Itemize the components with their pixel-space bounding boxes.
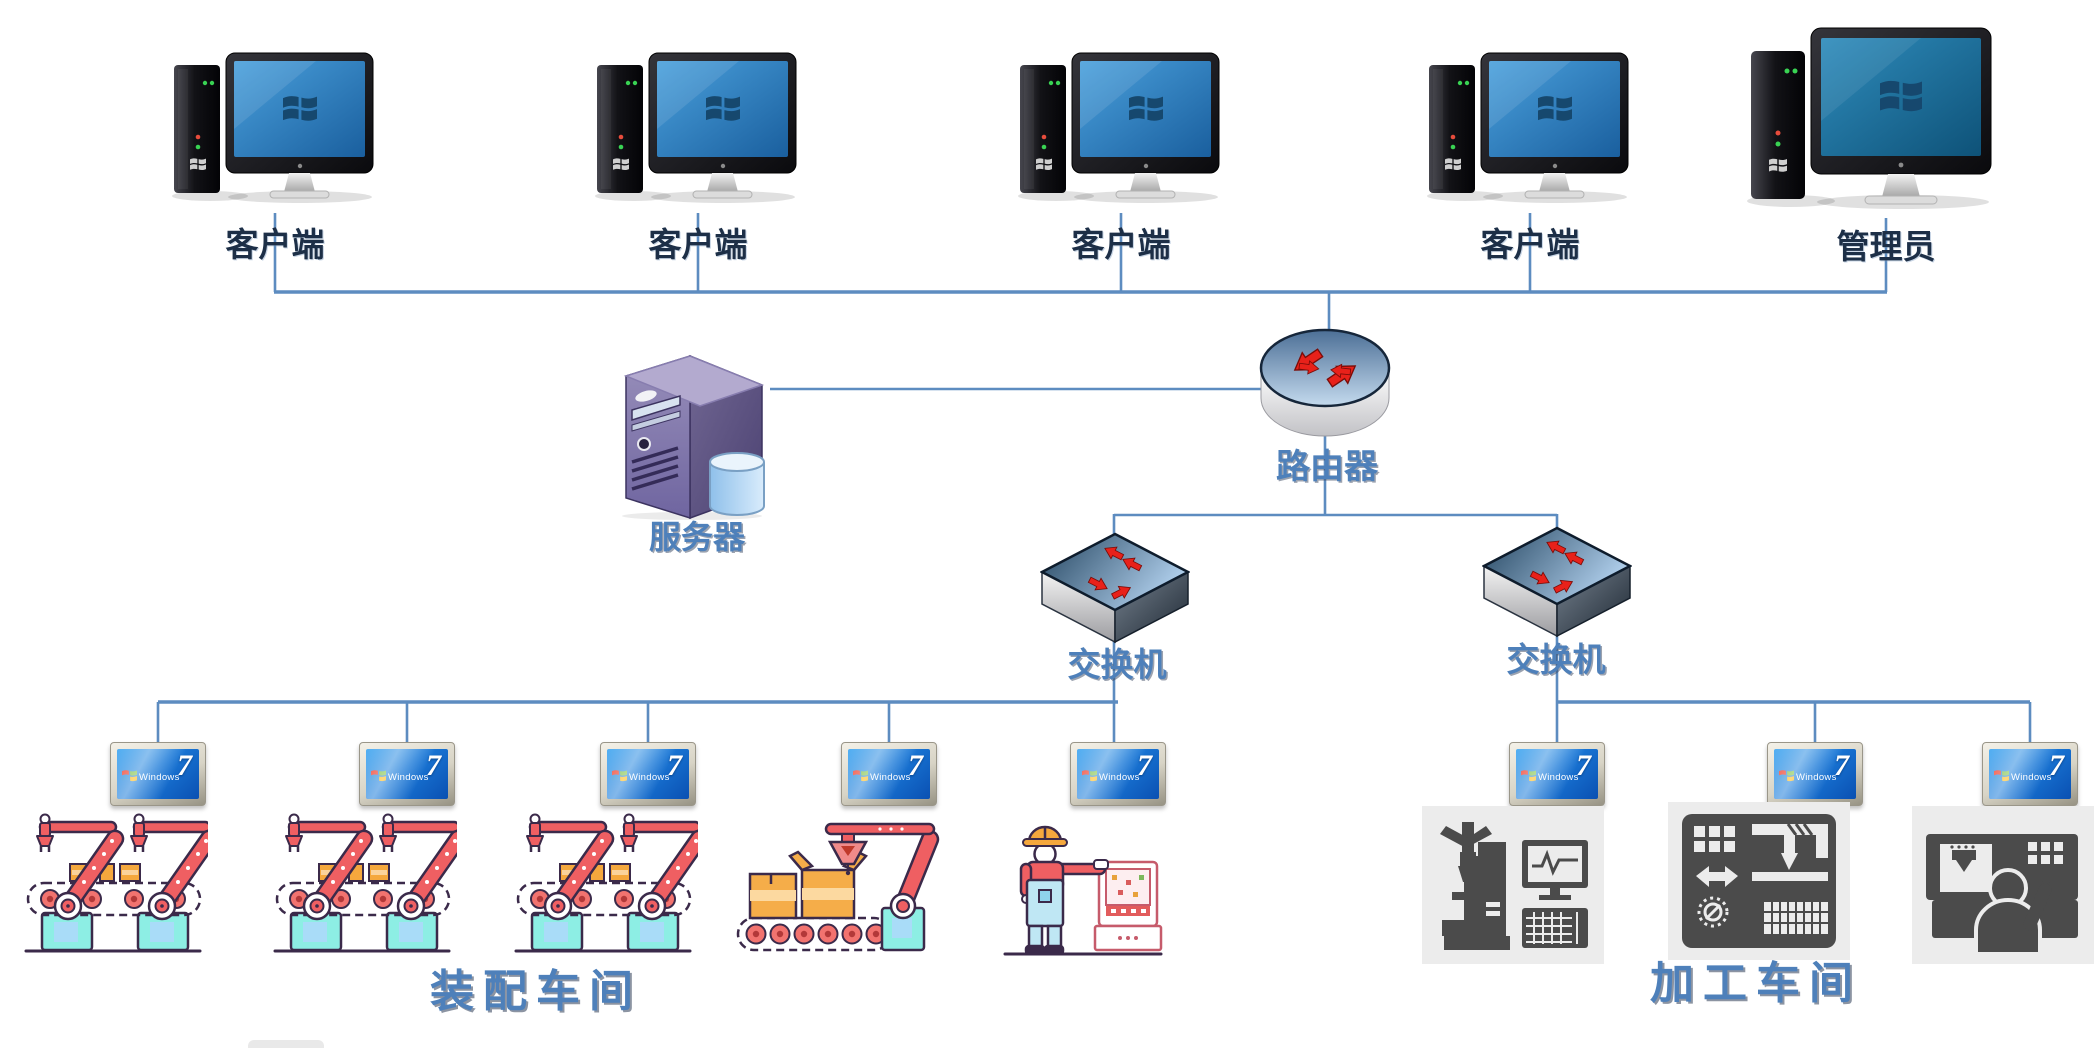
- switch-left-label: 交换机: [1067, 648, 1167, 684]
- admin-label: 管理员: [1836, 230, 1936, 266]
- admin-pc-icon: [1745, 25, 1995, 210]
- windows-flag-icon: [371, 768, 386, 783]
- server-icon: [612, 330, 777, 520]
- windows-flag-icon: [1082, 768, 1097, 783]
- windows-flag-icon: [612, 768, 627, 783]
- windows-flag-icon: [1779, 768, 1794, 783]
- cmm-machine-icon: [1422, 806, 1604, 964]
- assembly-line-icon: [18, 810, 208, 958]
- packing-robot-icon: [730, 808, 945, 960]
- cnc-operator-icon: [1912, 806, 2094, 964]
- cnc-lathe-icon: [1668, 802, 1850, 960]
- windows-version-text: 7: [177, 749, 192, 782]
- workstation-monitor: Windows 7: [110, 742, 206, 806]
- assembly-line-icon: [267, 810, 457, 958]
- windows-flag-icon: [853, 768, 868, 783]
- worker-console-icon: [997, 802, 1169, 962]
- assembly-line-icon: [508, 810, 698, 958]
- assembly-workshop-label: 装配车间: [430, 967, 642, 1016]
- client-pc-icon: [1016, 45, 1221, 205]
- windows-flag-icon: [1521, 768, 1536, 783]
- windows7-wallpaper: Windows 7: [117, 749, 199, 799]
- client-pc-icon: [170, 45, 375, 205]
- switch-icon: [1482, 526, 1632, 638]
- cutoff-image-fragment: [248, 1040, 324, 1048]
- router-icon: [1257, 324, 1393, 442]
- client-pc-icon: [1425, 45, 1630, 205]
- client-label: 客户端: [1480, 228, 1580, 264]
- client-pc-icon: [593, 45, 798, 205]
- client-label: 客户端: [648, 228, 748, 264]
- windows-flag-icon: [122, 768, 137, 783]
- windows-flag-icon: [1994, 768, 2009, 783]
- server-label: 服务器: [648, 519, 745, 555]
- machining-workshop-label: 加工车间: [1650, 959, 1862, 1008]
- switch-icon: [1040, 532, 1190, 644]
- client-label: 客户端: [225, 228, 325, 264]
- router-label: 路由器: [1276, 449, 1378, 486]
- windows-brand-text: Windows: [139, 772, 180, 783]
- switch-right-label: 交换机: [1506, 643, 1606, 679]
- client-label: 客户端: [1071, 228, 1171, 264]
